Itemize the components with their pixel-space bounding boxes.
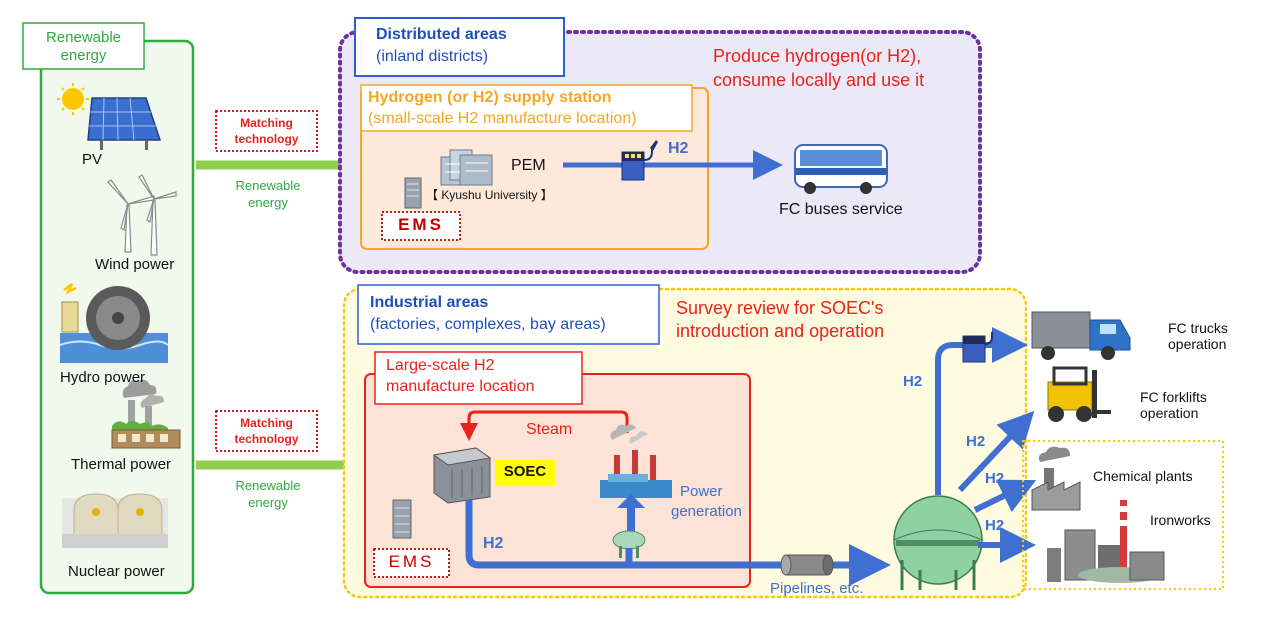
wind-turbine-icon [107,174,177,256]
station-subtitle: (small-scale H2 manufacture location) [368,110,637,127]
distributed-title-box [354,17,565,77]
fc-forklifts-line2: operation [1140,405,1199,421]
fc-bus-icon [794,144,888,194]
matching-bottom-line2: technology [234,432,299,446]
kyushu-label: 【 Kyushu University 】 [426,188,553,202]
renewable-top-line2: energy [248,195,288,210]
pipeline-icon [780,554,834,576]
soec-label: SOEC [503,463,547,480]
industrial-title: Industrial areas [370,294,489,311]
small-tank-icon [612,530,646,558]
industrial-title-box [357,284,660,345]
server-rack-icon-bottom [392,499,412,539]
solar-panel-icon [57,83,162,150]
factory-area-box [1022,440,1224,590]
power-up-arrow [617,494,645,532]
industrial-message-line2: introduction and operation [676,321,885,341]
source-label-thermal: Thermal power [71,456,172,473]
h2-arrow-forklifts [957,410,1035,493]
soec-label-box [495,460,555,485]
renewable-title-box [22,22,145,70]
server-rack-icon-top [404,177,422,209]
matching-box-top [215,110,318,152]
source-label-nuclear: Nuclear power [68,563,165,580]
h2-dispenser-icon [621,140,658,181]
fc-trucks-line2: operation [1168,336,1227,352]
ironworks-icon [1047,500,1165,583]
h2-arrow-trucks [935,327,1028,495]
renewable-bottom-line1: Renewable [235,478,301,493]
large-scale-title-line1: Large-scale H2 [386,357,495,374]
h2-label-top: H2 [668,140,689,157]
pipelines-label: Pipelines, etc. [770,580,864,597]
h2-label-ironworks: H2 [985,517,1005,534]
h2-arrow-chemical [973,479,1037,513]
distributed-title: Distributed areas [376,26,507,43]
hydrogen-storage-tank-icon [893,495,983,590]
renewable-title-line1: Renewable [45,29,122,46]
soec-unit-icon [432,447,492,504]
large-scale-title-box [374,351,583,405]
source-label-wind: Wind power [95,256,175,273]
distributed-message-line2: consume locally and use it [713,70,925,90]
pem-label: PEM [511,157,546,174]
steam-label: Steam [526,421,573,438]
ems-label-bottom: EMS [388,552,435,571]
h2-dispenser-icon-small [962,332,993,363]
power-generation-line2: generation [671,503,742,520]
h2-pipeline-path [465,500,891,586]
source-label-hydro: Hydro power [60,369,146,386]
steam-arrow [460,410,629,441]
distributed-message-line1: Produce hydrogen(or H2), [713,46,922,66]
matching-box-bottom [215,410,318,452]
ems-label-top: EMS [398,215,444,234]
ems-box-bottom [373,548,450,578]
ems-box-top [381,211,461,241]
fc-forklift-icon [1047,366,1111,422]
renewable-title-line2: energy [60,47,107,64]
chemical-plants-label: Chemical plants [1093,468,1193,484]
h2-label-forklifts: H2 [966,433,986,450]
power-plant-icon [111,379,181,449]
large-scale-title-line2: manufacture location [386,378,535,395]
water-wheel-icon [59,283,169,363]
supply-station-title-box [360,84,693,132]
pem-unit-icon [440,149,493,186]
h2-label-pipeline: H2 [483,535,504,552]
industrial-message-line1: Survey review for SOEC's [676,298,884,318]
industrial-subtitle: (factories, complexes, bay areas) [370,316,606,333]
matching-bottom-line1: Matching [240,416,293,430]
fc-trucks-line1: FC trucks [1168,320,1228,336]
h2-label-chemical: H2 [985,470,1005,487]
power-generation-icon [600,424,672,498]
distributed-subtitle: (inland districts) [376,48,489,65]
renewable-top-line1: Renewable [235,178,301,193]
chemical-plant-icon [1031,446,1081,511]
matching-top-line2: technology [234,132,299,146]
nuclear-plant-icon [62,493,168,548]
fc-truck-icon [1031,311,1131,360]
h2-label-trucks: H2 [903,373,923,390]
fc-buses-label: FC buses service [779,201,903,218]
fc-forklifts-line1: FC forklifts [1140,389,1207,405]
source-label-pv: PV [82,151,103,168]
renewable-bottom-line2: energy [248,495,288,510]
station-title: Hydrogen (or H2) supply station [368,89,612,106]
ironworks-label: Ironworks [1150,512,1211,528]
matching-top-line1: Matching [240,116,293,130]
power-generation-line1: Power [680,483,723,500]
